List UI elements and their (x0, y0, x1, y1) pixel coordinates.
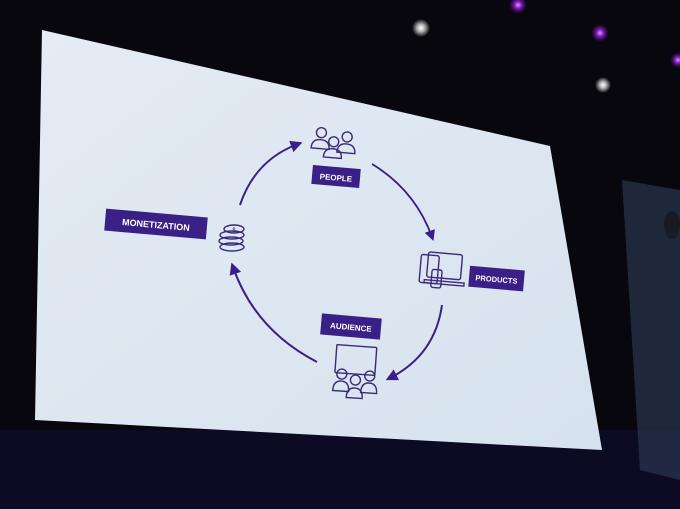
arrow-monetization-to-people (239, 140, 303, 206)
projection-screen (35, 30, 602, 450)
people-group-icon (310, 126, 356, 160)
arrow-audience-to-monetization (229, 262, 318, 363)
node-products: PRODUCTS (468, 265, 525, 292)
arrow-products-to-audience (385, 304, 443, 381)
stage-light (412, 19, 430, 37)
label-audience: AUDIENCE (330, 321, 373, 334)
audience-screen-icon (331, 344, 378, 400)
stage-light (595, 77, 611, 93)
node-monetization: MONETIZATION (104, 208, 208, 240)
node-people: PEOPLE (311, 164, 361, 189)
stage-light (509, 0, 527, 14)
label-people: PEOPLE (319, 172, 353, 184)
side-screen (622, 180, 680, 480)
arrow-people-to-products (371, 163, 435, 242)
speaker-silhouette (664, 211, 680, 239)
stage-light (670, 52, 680, 68)
devices-icon (418, 251, 465, 289)
coins-stack-icon: $ (218, 224, 245, 252)
svg-text:$: $ (232, 228, 236, 234)
stage-light (591, 24, 609, 42)
label-products: PRODUCTS (475, 273, 518, 286)
node-audience: AUDIENCE (320, 313, 382, 340)
